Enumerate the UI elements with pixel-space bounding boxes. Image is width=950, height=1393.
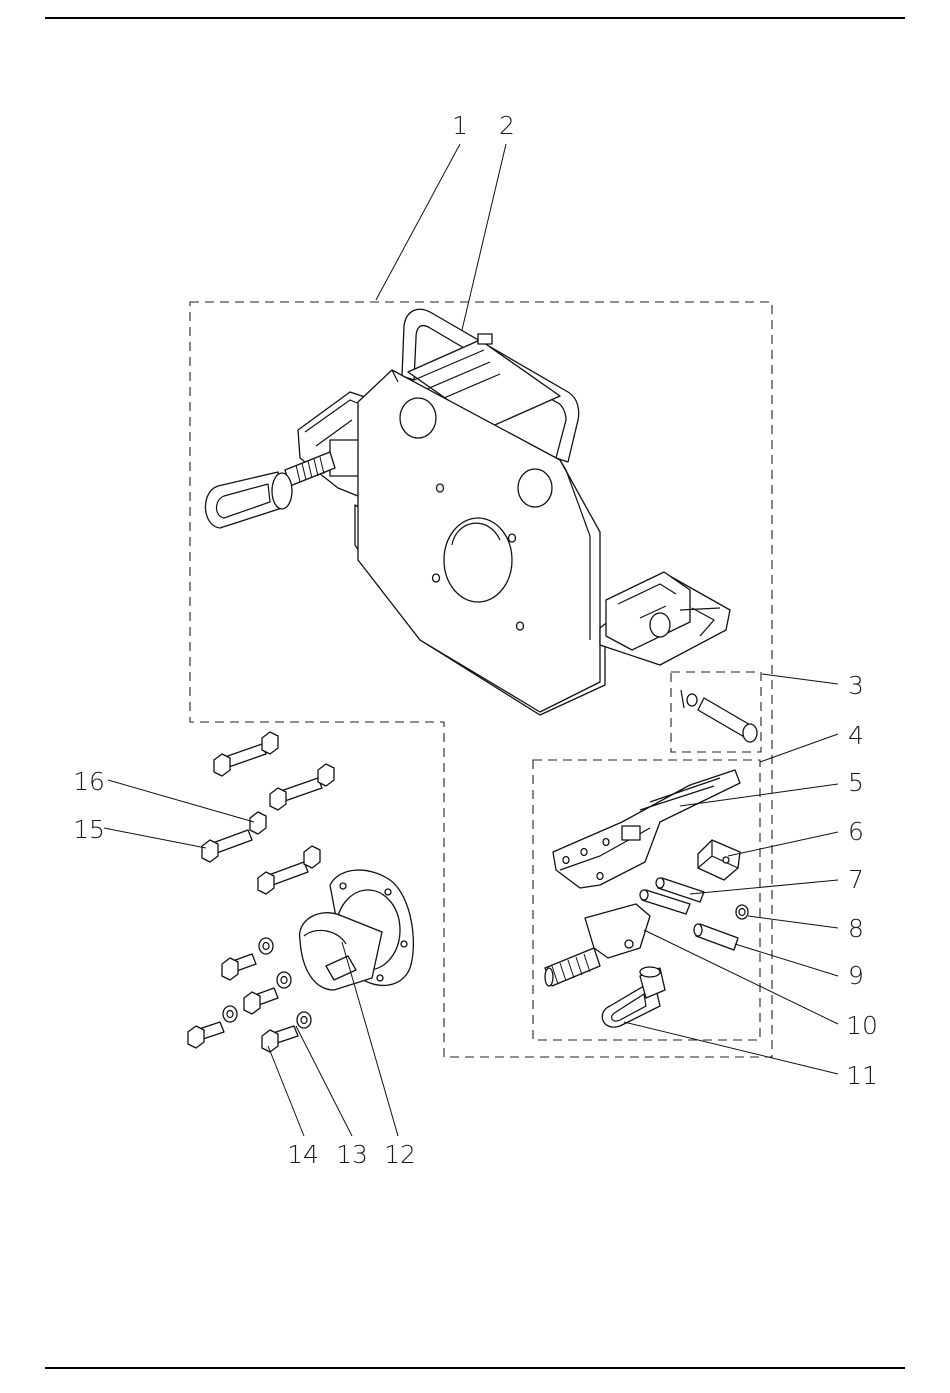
callout-8: 8	[848, 914, 864, 943]
callout-11: 11	[846, 1061, 878, 1090]
mounting-plate-assembly	[205, 309, 730, 715]
callout-15: 15	[73, 815, 105, 844]
callout-16: 16	[73, 767, 105, 796]
callout-13: 13	[336, 1140, 368, 1169]
callout-1: 1	[452, 111, 468, 140]
callout-9: 9	[848, 961, 864, 990]
pin-and-clip	[681, 690, 757, 742]
callout-7: 7	[848, 865, 864, 894]
callout-2: 2	[499, 111, 515, 140]
hub-flange	[300, 870, 414, 990]
callout-6: 6	[848, 817, 864, 846]
callout-3: 3	[848, 671, 864, 700]
callout-12: 12	[384, 1140, 416, 1169]
callout-4: 4	[848, 721, 864, 750]
arm-parts	[545, 770, 748, 1027]
bolts-and-nuts	[188, 732, 334, 1052]
callout-10: 10	[846, 1011, 878, 1040]
callout-5: 5	[848, 768, 864, 797]
callout-14: 14	[287, 1140, 319, 1169]
